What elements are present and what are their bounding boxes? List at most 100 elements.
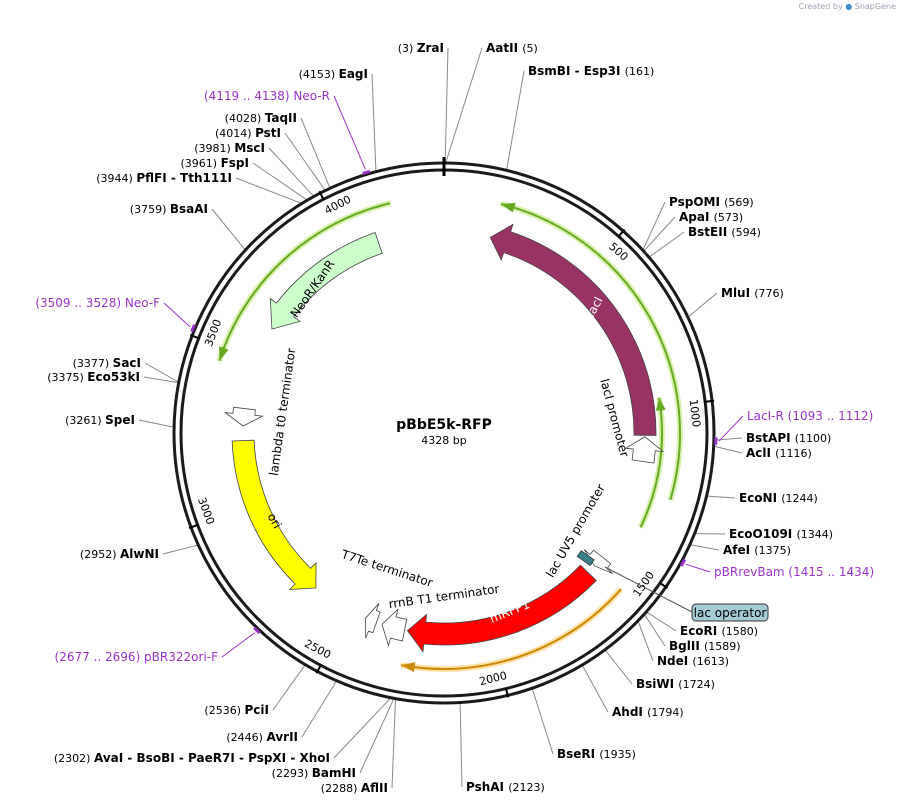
tick-mark bbox=[504, 687, 510, 698]
leader-lines bbox=[138, 47, 743, 789]
site-leader bbox=[644, 614, 666, 647]
site-label: (3375) Eco53kI bbox=[47, 370, 140, 384]
primer-leader bbox=[685, 563, 711, 573]
site-leader bbox=[714, 437, 743, 441]
site-leader bbox=[300, 117, 331, 188]
site-leader bbox=[391, 699, 396, 789]
primer-label: LacI-R (1093 .. 1112) bbox=[747, 409, 873, 423]
plasmid-title-group: pBbE5k-RFP 4328 bp bbox=[396, 417, 492, 447]
site-leader bbox=[235, 177, 301, 204]
site-leader bbox=[144, 362, 179, 383]
site-label: (4153) EagI bbox=[299, 67, 368, 81]
site-leader bbox=[637, 621, 654, 662]
site-label: BseRI (1935) bbox=[557, 747, 636, 761]
site-leader bbox=[211, 208, 246, 250]
primer-label: (3509 .. 3528) Neo-F bbox=[35, 296, 160, 310]
site-leader bbox=[284, 132, 326, 190]
site-label: (2536) PciI bbox=[204, 703, 269, 717]
site-label: EcoNI (1244) bbox=[739, 491, 818, 505]
tick-mark bbox=[617, 228, 626, 238]
site-label: (2302) AvaI - BsoBI - PaeR7I - PspXI - X… bbox=[54, 751, 330, 765]
primer-leader bbox=[163, 302, 191, 328]
neor-orf-arc bbox=[216, 200, 391, 362]
site-label: AatII (5) bbox=[486, 41, 538, 55]
label-ori: ori bbox=[264, 510, 284, 531]
site-leader bbox=[333, 698, 391, 759]
site-label: (2952) AlwNI bbox=[80, 547, 159, 561]
primers: (4119 .. 4138) Neo-R (3509 .. 3528) Neo-F… bbox=[35, 89, 874, 664]
site-leader bbox=[506, 70, 525, 170]
tick-label: 3000 bbox=[195, 496, 217, 527]
snapgene-credit: Created by ● SnapGene bbox=[799, 2, 896, 11]
site-leader bbox=[301, 681, 337, 738]
feature-laci bbox=[489, 223, 657, 436]
tick-mark bbox=[318, 190, 325, 201]
site-leader bbox=[143, 376, 178, 384]
site-leader bbox=[459, 703, 463, 788]
site-label: BglII (1589) bbox=[669, 639, 741, 653]
site-label: (3981) MscI bbox=[194, 141, 265, 155]
site-label: (4028) TaqII bbox=[225, 111, 297, 125]
site-leader bbox=[642, 201, 666, 250]
site-label: AhdI (1794) bbox=[612, 705, 684, 719]
label-t7te-terminator: T7Te terminator bbox=[339, 547, 435, 590]
site-leader bbox=[272, 665, 306, 711]
site-label: (4014) PstI bbox=[215, 126, 281, 140]
site-label: MluI (776) bbox=[721, 286, 784, 300]
site-leader bbox=[690, 544, 720, 551]
site-leader bbox=[444, 47, 449, 163]
site-label: PshAI (2123) bbox=[466, 780, 545, 794]
tick-mark bbox=[188, 523, 199, 530]
site-label: EcoRI (1580) bbox=[680, 624, 758, 638]
site-label: AfeI (1375) bbox=[723, 543, 791, 557]
site-label: NdeI (1613) bbox=[657, 654, 729, 668]
laci-orf-arc bbox=[500, 201, 683, 501]
feature-t7te-terminator bbox=[365, 603, 381, 639]
site-label: ApaI (573) bbox=[679, 210, 743, 224]
site-label: (3261) SpeI bbox=[65, 413, 135, 427]
callout-label: lac operator bbox=[694, 606, 767, 620]
feature-lambda-t0-terminator bbox=[223, 406, 264, 427]
lac-operator-callout: lac operator bbox=[604, 566, 769, 622]
site-label: (3759) BsaAI bbox=[130, 202, 208, 216]
backbone-ring bbox=[172, 157, 716, 705]
laci-promoter-orf-arc bbox=[637, 397, 666, 529]
site-label: (2293) BamHI bbox=[272, 766, 356, 780]
tick-mark bbox=[658, 581, 669, 589]
site-label: (2288) AflII bbox=[321, 781, 388, 795]
site-leader bbox=[138, 419, 174, 428]
feature-neor-kanr bbox=[269, 231, 383, 330]
credit-brand: SnapGene bbox=[854, 2, 896, 11]
primer-leader bbox=[718, 415, 744, 442]
site-label: BsiWI (1724) bbox=[636, 677, 715, 691]
site-leader bbox=[445, 47, 483, 163]
primer-label: (4119 .. 4138) Neo-R bbox=[204, 89, 330, 103]
plasmid-length: 4328 bp bbox=[421, 434, 466, 447]
site-label: (3961) FspI bbox=[181, 156, 249, 170]
feature-rrnb-t1-terminator bbox=[381, 608, 408, 648]
site-leader bbox=[688, 292, 718, 317]
site-leader bbox=[359, 699, 394, 774]
primer-label: pBRrevBam (1415 .. 1434) bbox=[714, 565, 874, 579]
site-leader bbox=[371, 73, 377, 171]
snapgene-logo-icon: ● bbox=[845, 2, 853, 11]
site-label: BsmBI - Esp3I (161) bbox=[528, 64, 654, 78]
site-leader bbox=[268, 147, 314, 197]
site-label: (2446) AvrII bbox=[226, 730, 298, 744]
mrfp1-orf-arc bbox=[400, 587, 624, 673]
site-leader bbox=[643, 216, 676, 251]
site-label: BstEII (594) bbox=[688, 225, 761, 239]
site-leader bbox=[582, 665, 609, 713]
plasmid-name: pBbE5k-RFP bbox=[396, 417, 492, 433]
primer-mark bbox=[253, 626, 261, 635]
feature-laci-promoter bbox=[624, 436, 665, 464]
site-leader bbox=[707, 495, 736, 499]
site-leader bbox=[714, 445, 743, 454]
tick-label: 1000 bbox=[687, 399, 703, 428]
site-label: BstAPI (1100) bbox=[746, 431, 831, 445]
callout-box bbox=[691, 603, 769, 622]
site-label: (3377) SacI bbox=[73, 356, 141, 370]
primer-mark bbox=[190, 324, 196, 333]
callout-leader bbox=[604, 566, 693, 613]
